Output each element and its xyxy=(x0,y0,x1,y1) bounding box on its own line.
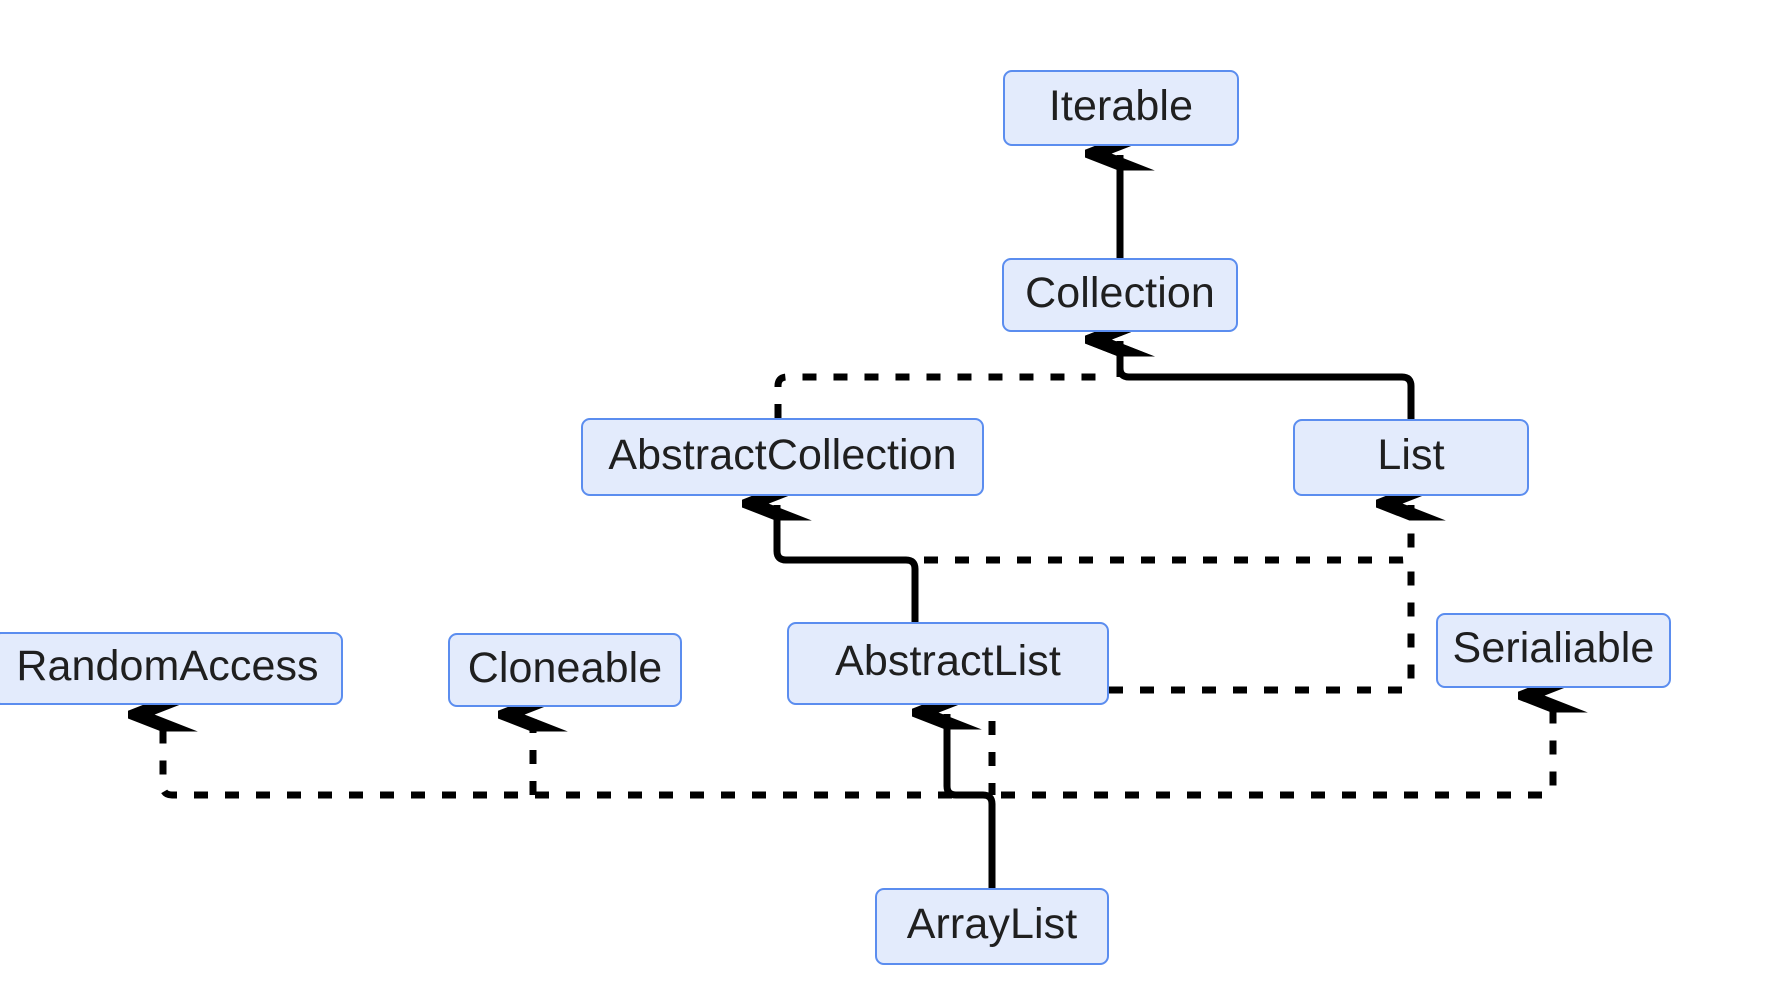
node-label-collection: Collection xyxy=(1025,268,1215,317)
node-label-list: List xyxy=(1377,431,1445,479)
node-label-randomaccess: RandomAccess xyxy=(16,642,319,690)
node-list[interactable]: List xyxy=(1293,419,1529,496)
node-label-cloneable: Cloneable xyxy=(467,643,663,692)
node-label-arraylist: ArrayList xyxy=(906,900,1078,948)
edge-list-to-collection xyxy=(1120,341,1415,419)
edge-arraylist-to-serialiable xyxy=(1001,697,1553,799)
node-randomaccess[interactable]: RandomAccess xyxy=(0,632,343,705)
edge-abstractcollection-to-collection xyxy=(774,373,1111,418)
node-serialiable[interactable]: Serialiable xyxy=(1436,613,1671,688)
node-arraylist[interactable]: ArrayList xyxy=(875,888,1109,965)
node-abstractcollection[interactable]: AbstractCollection xyxy=(581,418,984,496)
edge-abstractlist-to-list xyxy=(924,505,1411,564)
node-label-abstractcollection: AbstractCollection xyxy=(608,430,957,479)
node-label-iterable: Iterable xyxy=(1048,81,1194,130)
node-iterable[interactable]: Iterable xyxy=(1003,70,1239,146)
edge-abstractlist-to-serialiable xyxy=(1109,569,1415,694)
node-collection[interactable]: Collection xyxy=(1002,258,1238,332)
edge-arraylist-to-abstractlist xyxy=(947,714,996,888)
node-cloneable[interactable]: Cloneable xyxy=(448,633,682,707)
node-label-abstractlist: AbstractList xyxy=(835,637,1061,685)
edge-arraylist-bus-left xyxy=(163,716,983,799)
node-abstractlist[interactable]: AbstractList xyxy=(787,622,1109,705)
edge-abstractlist-to-abstractcollection xyxy=(777,505,919,622)
node-label-serialiable: Serialiable xyxy=(1452,624,1655,672)
